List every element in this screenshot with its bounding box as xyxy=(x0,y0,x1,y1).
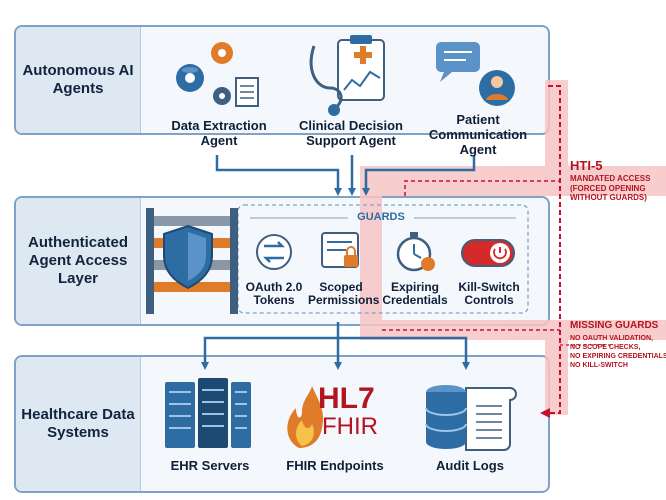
missing-guards-line: NO EXPIRING CREDENTIALS, xyxy=(570,353,666,360)
guards-title: GUARDS xyxy=(357,211,405,223)
server-rack-icon xyxy=(165,378,251,448)
agents-layer-title: Autonomous AI Agents xyxy=(16,27,141,133)
scoped-lock-icon xyxy=(321,232,359,268)
hti5-title: HTI-5 xyxy=(570,158,603,173)
missing-guards-line: NO OAUTH VALIDATION, xyxy=(570,335,653,342)
chat-person-icon xyxy=(436,42,515,106)
token-exchange-icon xyxy=(256,234,292,270)
stethoscope-clipboard-icon xyxy=(309,35,385,116)
stopwatch-icon xyxy=(396,232,435,272)
access-layer-title: Authenticated Agent Access Layer xyxy=(16,198,141,324)
missing-guards-line: NO SCOPE CHECKS, xyxy=(570,344,641,351)
ehr-servers-label: EHR Servers xyxy=(170,458,250,473)
patient-communication-agent-label: Patient Communication Agent xyxy=(428,112,528,157)
database-scroll-icon xyxy=(425,385,517,451)
data-extraction-agent-label: Data Extraction Agent xyxy=(171,118,267,148)
system-arrows xyxy=(201,322,470,370)
fhir-endpoints-label: FHIR Endpoints xyxy=(286,458,384,473)
gears-database-document-icon xyxy=(176,42,259,107)
guard-killswitch-label: Kill-Switch Controls xyxy=(458,280,520,307)
missing-guards-title: MISSING GUARDS xyxy=(570,320,659,331)
guard-oauth-label: OAuth 2.0 Tokens xyxy=(245,280,303,307)
agent-arrows xyxy=(215,155,476,196)
fhir-logo-text: FHIR xyxy=(322,413,378,440)
flame-icon xyxy=(287,386,324,448)
missing-guards-line: NO KILL-SWITCH xyxy=(570,362,628,369)
hti5-line: MANDATED ACCESS xyxy=(570,174,651,183)
clinical-decision-agent-label: Clinical Decision Support Agent xyxy=(298,118,404,148)
hti5-line: WITHOUT GUARDS) xyxy=(570,193,647,202)
hti5-text: MANDATED ACCESS (FORCED OPENING WITHOUT … xyxy=(570,174,650,203)
data-layer-title: Healthcare Data Systems xyxy=(16,357,141,491)
hl7-logo-text: HL7 xyxy=(318,382,375,415)
power-switch-icon xyxy=(461,239,515,267)
missing-guards-text: NO OAUTH VALIDATION, NO SCOPE CHECKS, NO… xyxy=(570,334,666,370)
guard-scoped-label: Scoped Permissions xyxy=(308,280,380,307)
bypass-band xyxy=(360,80,666,415)
bypass-dashed-path xyxy=(540,85,561,418)
guard-expiring-label: Expiring Credentials xyxy=(382,280,448,307)
gate-shield-icon xyxy=(146,208,238,314)
audit-logs-label: Audit Logs xyxy=(436,458,504,473)
hti5-line: (FORCED OPENING xyxy=(570,183,646,193)
